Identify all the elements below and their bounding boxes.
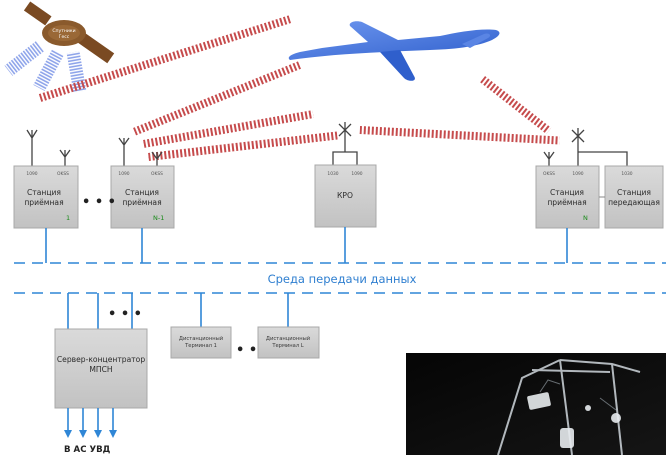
airplane-icon bbox=[288, 21, 500, 81]
station-1-port-left: 1090 bbox=[26, 171, 37, 177]
station-boxes: 1090 OKSS Станция приёмная 1 1090 OKSS С… bbox=[13, 164, 664, 229]
station-n-1-number: N-1 bbox=[153, 214, 164, 222]
station-tx-title-line2: передающая bbox=[608, 198, 660, 207]
equipment-photo bbox=[406, 353, 666, 455]
terminal-1-line1: Дистанционный bbox=[179, 335, 223, 342]
kro-port-left: 1030 bbox=[327, 171, 338, 177]
station-1-title-line2: приёмная bbox=[24, 198, 63, 207]
kro-box: 1030 1090 КРО bbox=[314, 164, 377, 228]
station-n-number: N bbox=[583, 214, 588, 222]
station-n-1-port-left: 1090 bbox=[118, 171, 129, 177]
station-n-port-left: OKSS bbox=[543, 171, 555, 177]
bus-drops bbox=[45, 227, 568, 263]
station-tx-port: 1030 bbox=[621, 171, 632, 177]
station-1: 1090 OKSS Станция приёмная 1 bbox=[13, 165, 79, 229]
bus-title: Среда передачи данных bbox=[268, 272, 417, 286]
kro-port-right: 1090 bbox=[351, 171, 362, 177]
station-1-port-right: OKSS bbox=[57, 171, 69, 177]
output-arrows bbox=[64, 408, 117, 438]
satellite: Спутники Гесс bbox=[4, 1, 115, 93]
station-n-1-title-line2: приёмная bbox=[122, 198, 161, 207]
station-1-number: 1 bbox=[66, 214, 70, 222]
station-n-1: 1090 OKSS Станция приёмная N-1 bbox=[110, 165, 175, 229]
terminal-l-line1: Дистанционный bbox=[266, 335, 310, 342]
data-bus: Среда передачи данных bbox=[14, 262, 666, 294]
server-links-ellipsis: • • • bbox=[108, 307, 142, 322]
server-box: Сервер-концентратор МПСН bbox=[54, 328, 148, 409]
output-label: В АС УВД bbox=[64, 445, 111, 455]
terminal-l: Дистанционный Терминал L bbox=[257, 326, 320, 359]
station-n-title-line1: Станция bbox=[550, 188, 584, 197]
stations-ellipsis: • • • bbox=[82, 195, 116, 210]
server-title-line1: Сервер-концентратор bbox=[57, 355, 145, 364]
satellite-icon: Спутники Гесс bbox=[23, 1, 115, 64]
station-n-title-line2: приёмная bbox=[547, 198, 586, 207]
antennas bbox=[26, 122, 628, 167]
station-tx: 1030 Станция передающая bbox=[604, 165, 664, 229]
terminal-l-line2: Терминал L bbox=[271, 343, 303, 349]
station-tx-title-line1: Станция bbox=[617, 188, 651, 197]
terminal-1: Дистанционный Терминал 1 bbox=[170, 326, 232, 359]
kro-title: КРО bbox=[337, 191, 353, 200]
bottom-drops bbox=[67, 293, 289, 329]
satellite-label-line1: Спутники bbox=[52, 28, 75, 34]
server-title-line2: МПСН bbox=[89, 365, 112, 374]
radio-links bbox=[38, 15, 560, 161]
station-1-title-line1: Станция bbox=[27, 188, 61, 197]
station-n-port-right: 1090 bbox=[572, 171, 583, 177]
station-n-1-title-line1: Станция bbox=[125, 188, 159, 197]
terminal-1-line2: Терминал 1 bbox=[184, 343, 217, 349]
station-n-1-port-right: OKSS bbox=[151, 171, 163, 177]
station-n: OKSS 1090 Станция приёмная N bbox=[535, 165, 600, 229]
satellite-label-line2: Гесс bbox=[59, 34, 70, 40]
